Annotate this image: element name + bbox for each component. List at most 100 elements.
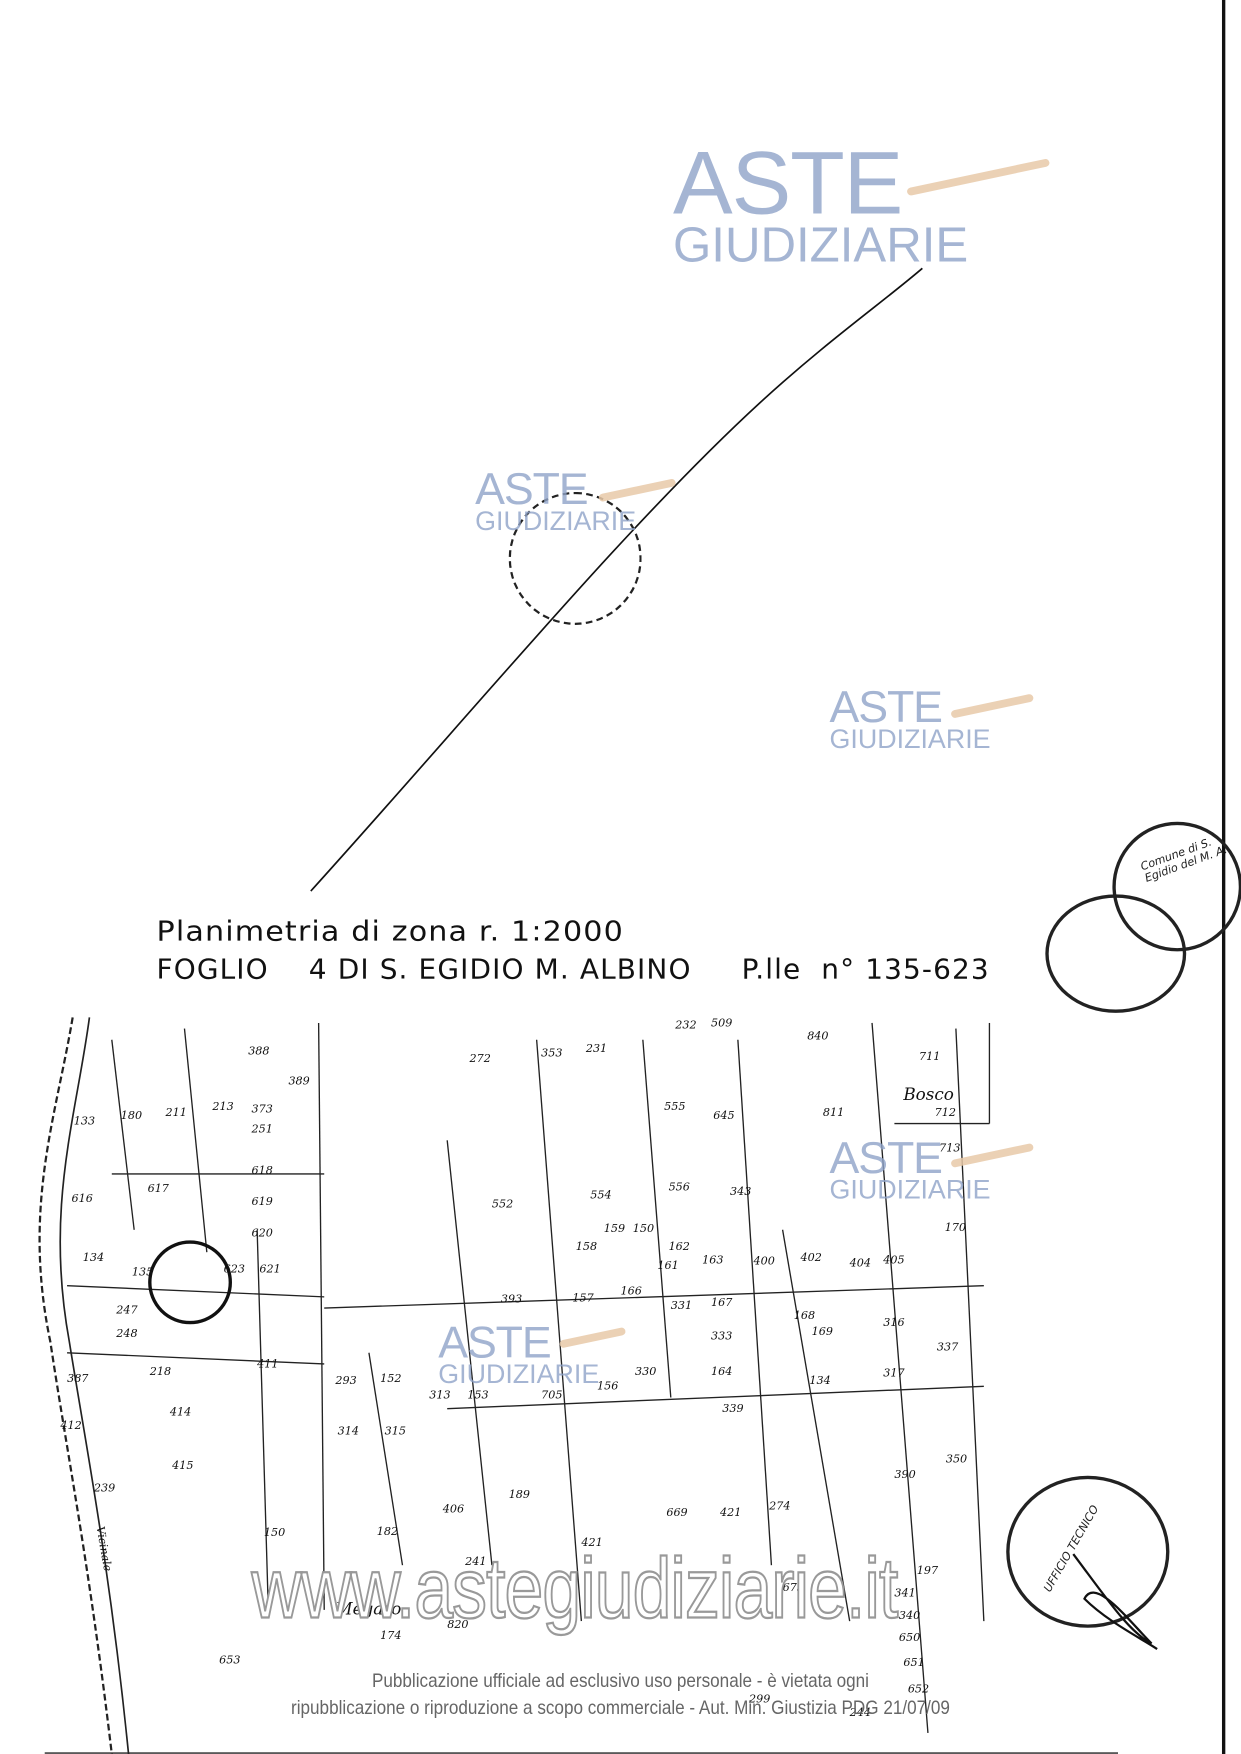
parcel-number: 244 xyxy=(849,1707,872,1720)
parcel-number: 373 xyxy=(251,1103,273,1116)
parcel-number: 389 xyxy=(288,1075,310,1088)
parcel-number: 180 xyxy=(120,1110,143,1123)
parcel-number: 168 xyxy=(793,1310,816,1323)
parcel-number: 166 xyxy=(620,1285,642,1298)
parcel-number: 162 xyxy=(668,1240,690,1254)
parcel-number: 293 xyxy=(335,1375,357,1388)
parcel-number: 341 xyxy=(894,1587,916,1600)
parcel-number: 387 xyxy=(67,1372,89,1386)
parcel-number: 251 xyxy=(251,1123,273,1136)
parcel-number: 315 xyxy=(384,1425,406,1438)
parcel-number: 213 xyxy=(212,1101,234,1114)
parcel-number: 652 xyxy=(907,1683,930,1697)
parcel-number: 339 xyxy=(722,1403,744,1416)
parcel-number: 135 xyxy=(131,1266,154,1279)
parcel-number: 231 xyxy=(585,1043,608,1056)
parcel-number: 163 xyxy=(702,1254,724,1267)
parcel-number: 811 xyxy=(822,1106,845,1120)
parcel-number: 340 xyxy=(898,1609,921,1623)
parcel-number: 711 xyxy=(918,1050,941,1064)
parcel-number: 299 xyxy=(749,1693,771,1707)
parcel-number: 621 xyxy=(259,1263,281,1276)
parcel-number: 331 xyxy=(670,1300,693,1313)
parcel-number: 159 xyxy=(603,1223,626,1236)
parcel-number: 556 xyxy=(668,1181,690,1195)
parcel-number: 313 xyxy=(429,1389,451,1402)
parcel-number: 150 xyxy=(263,1527,286,1540)
parcel-number: 337 xyxy=(936,1341,959,1354)
parcel-number: 182 xyxy=(376,1526,399,1539)
parcel-number: 232 xyxy=(675,1019,697,1032)
disclaimer-line-1: Pubblicazione ufficiale ad esclusivo uso… xyxy=(371,1670,869,1692)
parcel-number: 247 xyxy=(116,1304,138,1318)
parcel-number: 421 xyxy=(581,1537,603,1550)
parcel-number: 164 xyxy=(711,1366,733,1379)
parcel-number: 411 xyxy=(257,1358,279,1371)
parcel-number: 197 xyxy=(916,1565,939,1578)
parcel-number: 353 xyxy=(541,1047,563,1060)
parcel-number: 552 xyxy=(491,1198,514,1211)
parcel-number: 333 xyxy=(711,1330,733,1343)
parcel-number: 150 xyxy=(632,1223,655,1236)
parcel-number: 713 xyxy=(939,1142,961,1155)
parcel-number: 820 xyxy=(447,1618,469,1632)
parcel-number: 555 xyxy=(664,1101,686,1114)
parcel-number: 248 xyxy=(116,1328,138,1341)
parcel-number: 272 xyxy=(469,1053,491,1066)
parcel-number: 152 xyxy=(380,1372,402,1386)
parcel-number: 134 xyxy=(82,1252,105,1265)
parcel-number: 317 xyxy=(883,1367,905,1380)
parcel-number: 618 xyxy=(251,1164,273,1178)
parcel-number: 405 xyxy=(883,1254,905,1267)
parcel-number: 156 xyxy=(597,1380,619,1394)
parcel-number: 402 xyxy=(800,1252,822,1265)
parcel-number: 158 xyxy=(575,1240,598,1254)
parcel-number: 189 xyxy=(508,1489,531,1502)
parcel-number: 623 xyxy=(223,1263,245,1276)
parcel-number: 619 xyxy=(251,1196,273,1209)
label-megaro: Megaro xyxy=(335,1598,402,1619)
title-foglio: FOGLIO 4 DI S. EGIDIO M. ALBINO P.lle n°… xyxy=(156,952,990,985)
parcel-number: 169 xyxy=(811,1325,834,1339)
stamp-circle xyxy=(508,491,642,625)
parcel-number: 388 xyxy=(248,1045,270,1058)
parcel-number: 653 xyxy=(219,1654,241,1667)
parcel-number: 406 xyxy=(442,1503,465,1517)
disclaimer-line-2: ripubblicazione o riproduzione a scopo c… xyxy=(291,1697,950,1719)
parcel-number: 343 xyxy=(730,1186,752,1199)
parcel-number: 161 xyxy=(657,1259,679,1273)
parcel-number: 174 xyxy=(380,1630,402,1643)
parcel-number: 157 xyxy=(572,1292,594,1305)
highlighted-parcel-circle xyxy=(148,1240,232,1325)
parcel-number: 400 xyxy=(753,1255,775,1268)
parcel-number: 167 xyxy=(711,1296,733,1310)
parcel-number: 840 xyxy=(807,1030,829,1044)
parcel-number: 393 xyxy=(500,1293,523,1306)
parcel-number: 705 xyxy=(541,1389,563,1402)
parcel-number: 170 xyxy=(944,1221,967,1235)
parcel-number: 421 xyxy=(719,1507,742,1520)
parcel-number: 390 xyxy=(894,1469,916,1482)
title-scale: Planimetria di zona r. 1:2000 xyxy=(156,916,624,948)
label-bosco: Bosco xyxy=(903,1084,954,1105)
parcel-number: 274 xyxy=(769,1500,791,1513)
stamp-ufficio xyxy=(1006,1475,1170,1628)
parcel-number: 617 xyxy=(147,1182,169,1196)
parcel-number: 316 xyxy=(883,1317,905,1330)
parcel-number: 134 xyxy=(809,1375,831,1388)
parcel-number: 133 xyxy=(73,1115,96,1129)
parcel-number: 330 xyxy=(635,1366,657,1379)
parcel-number: 350 xyxy=(945,1453,968,1466)
parcel-number: 404 xyxy=(849,1257,872,1271)
parcel-number: 620 xyxy=(251,1227,273,1240)
parcel-number: 239 xyxy=(93,1482,116,1495)
stamp-comune-2 xyxy=(1045,894,1187,1013)
parcel-number: 153 xyxy=(467,1389,489,1402)
parcel-number: 211 xyxy=(165,1106,187,1120)
